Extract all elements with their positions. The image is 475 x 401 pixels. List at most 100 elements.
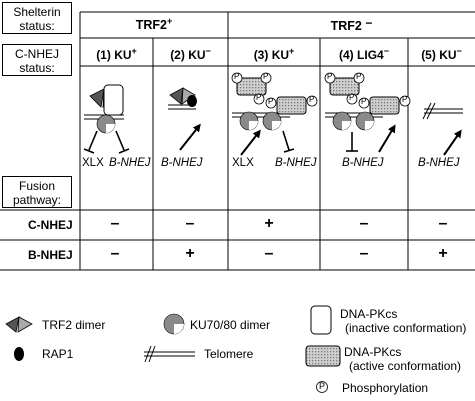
column-5-num: (5) — [421, 48, 436, 62]
legend-dna-pkcs-active-label: DNA-PKcs (active conformation) — [344, 345, 461, 373]
legend-dna-pkcs-inactive-line2: (inactive conformation) — [345, 321, 467, 335]
shelterin-status-line2: status: — [19, 19, 55, 33]
phospho-letter: P — [402, 95, 408, 104]
fusion-pathway-box: Fusion pathway: — [2, 176, 72, 208]
cell-cnhej-4: – — [359, 215, 369, 232]
group-trf2-minus: TRF2 − — [228, 16, 475, 33]
legend-dna-pkcs-inactive-icon — [310, 305, 332, 335]
legend-phosphorylation-label: Phosphorylation — [342, 381, 429, 395]
c2-bnhej-label: B-NHEJ — [161, 157, 203, 169]
cell-cnhej-5: – — [438, 215, 448, 232]
legend-phospho-icon — [316, 381, 328, 393]
column-5-name: KU — [439, 48, 457, 62]
phospho-letter: P — [263, 72, 269, 81]
xlx-arrow — [240, 129, 261, 156]
group-trf2-plus: TRF2+ — [80, 16, 228, 32]
table-grid — [0, 11, 475, 271]
phospho-marks — [231, 72, 318, 109]
ku-dimer-icon — [96, 114, 116, 134]
cell-bnhej-3: – — [264, 245, 274, 262]
column-3-name: KU — [271, 48, 290, 62]
dna-pkcs-inactive-icon — [103, 84, 124, 116]
row-label-bnhej: B-NHEJ — [28, 248, 73, 262]
dna-pkcs-active-icon — [276, 96, 307, 115]
c1-bnhej-label: B-NHEJ — [109, 157, 151, 169]
b-nhej-arrow — [378, 124, 396, 153]
phospho-letter: P — [356, 72, 362, 81]
legend-dna-pkcs-inactive-label: DNA-PKcs (inactive conformation) — [340, 307, 466, 335]
legend-telomere-icon — [144, 345, 195, 363]
shelterin-status-line1: Shelterin — [13, 5, 61, 19]
ku-dimer-icon — [332, 111, 352, 131]
column-3-sup: + — [289, 46, 295, 56]
group-trf2-plus-sup: + — [166, 16, 173, 26]
legend-trf2-dimer-label: TRF2 dimer — [42, 318, 106, 332]
phospho-letter: P — [349, 93, 355, 102]
cell-bnhej-2: + — [185, 245, 195, 262]
column-3-num: (3) — [253, 48, 269, 62]
dna-pkcs-active-icon — [236, 77, 267, 96]
group-trf2-minus-label: TRF2 — [330, 19, 362, 33]
column-4-sup: − — [383, 46, 389, 56]
column-header-4: (4) LIG4− — [320, 46, 408, 62]
phospho-letter: P — [234, 72, 240, 81]
ku-dimer-icon — [355, 111, 375, 131]
column-3-illustration — [231, 72, 318, 156]
legend-ku-dimer-icon — [163, 313, 185, 335]
phospho-letter: P — [361, 97, 367, 106]
phospho-letter: P — [309, 95, 315, 104]
legend-graphics — [5, 305, 341, 393]
group-trf2-plus-label: TRF2 — [135, 18, 167, 33]
column-2-sup: − — [205, 46, 211, 56]
cell-bnhej-5: + — [438, 245, 448, 262]
cell-cnhej-3: + — [264, 215, 274, 232]
column-4-num: (4) — [339, 48, 354, 62]
legend-phospho-letter: P — [319, 381, 326, 391]
column-2-illustration — [168, 87, 201, 151]
column-header-1: (1) KU+ — [80, 46, 153, 62]
column-2-num: (2) — [170, 48, 185, 62]
column-4-illustration — [324, 72, 411, 153]
column-1-illustration — [83, 84, 130, 154]
column-header-5: (5) KU− — [408, 46, 475, 62]
column-4-name: LIG4 — [357, 48, 384, 62]
column-1-sup: + — [131, 46, 137, 56]
column-1-num: (1) — [96, 48, 111, 62]
dna-pkcs-active-icon — [329, 77, 360, 96]
legend-telomere-label: Telomere — [204, 347, 254, 361]
legend-trf2-dimer-icon — [5, 316, 33, 333]
c4-bnhej-label: B-NHEJ — [342, 157, 384, 169]
ku-dimer-icon — [239, 111, 259, 131]
c3-xlx-label: XLX — [232, 157, 254, 169]
phospho-letter: P — [268, 97, 274, 106]
phospho-marks — [324, 72, 411, 109]
legend-dna-pkcs-inactive-line1: DNA-PKcs — [340, 307, 398, 321]
ku-dimer-icon — [262, 111, 282, 131]
b-nhej-arrow — [443, 129, 462, 156]
fusion-pathway-line2: pathway: — [12, 193, 62, 207]
rap1-icon — [187, 95, 197, 107]
cnhej-status-box: C-NHEJ status: — [2, 44, 72, 76]
cnhej-status-line1: C-NHEJ — [15, 47, 59, 61]
phospho-letter: P — [256, 93, 262, 102]
legend-dna-pkcs-active-icon — [305, 345, 341, 367]
column-2-name: KU — [188, 48, 206, 62]
phospho-letter: P — [327, 72, 333, 81]
fusion-pathway-line1: Fusion — [18, 179, 56, 193]
shelterin-status-box: Shelterin status: — [2, 2, 72, 34]
legend-rap1-icon — [14, 347, 24, 361]
c3-bnhej-label: B-NHEJ — [275, 157, 317, 169]
legend-dna-pkcs-active-line2: (active conformation) — [349, 359, 462, 373]
legend-ku-label: KU70/80 dimer — [190, 318, 271, 332]
b-nhej-arrow — [179, 123, 201, 151]
c5-bnhej-label: B-NHEJ — [418, 157, 460, 169]
row-label-cnhej: C-NHEJ — [28, 218, 73, 232]
cnhej-status-line2: status: — [19, 61, 55, 75]
column-1-name: KU — [114, 48, 132, 62]
cell-bnhej-1: – — [110, 245, 120, 262]
cell-cnhej-1: – — [110, 215, 120, 232]
dna-pkcs-active-icon — [369, 96, 400, 115]
legend-dna-pkcs-active-line1: DNA-PKcs — [344, 345, 402, 359]
legend-rap1-label: RAP1 — [42, 347, 74, 361]
